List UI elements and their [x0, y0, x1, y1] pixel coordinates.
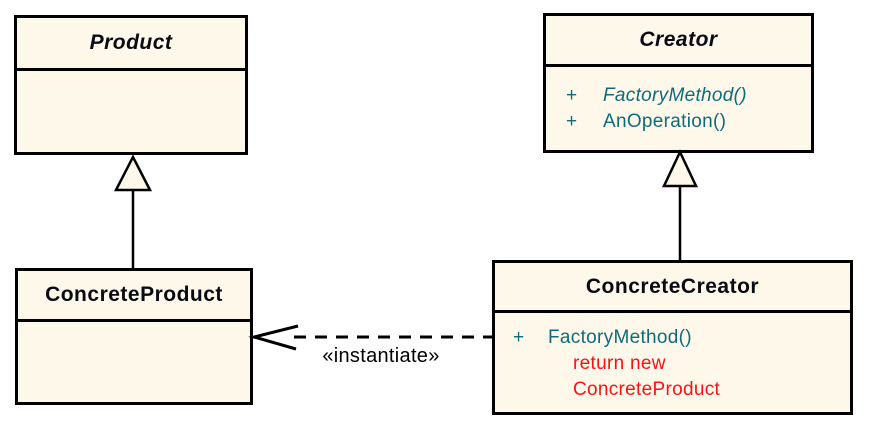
class-box-product[interactable]: Product: [14, 15, 248, 155]
method-note-line-2: ConcreteProduct: [573, 379, 721, 400]
generalization-concreteproduct-to-product: [113, 154, 153, 268]
class-box-concrete-creator[interactable]: ConcreteCreator + FactoryMethod() return …: [492, 260, 853, 415]
method-note-line-1: return new: [573, 353, 666, 374]
method-row-anoperation: + AnOperation(): [566, 109, 811, 135]
class-box-creator[interactable]: Creator + FactoryMethod() + AnOperation(): [543, 13, 814, 153]
method-signature: FactoryMethod(): [548, 327, 692, 348]
class-box-concrete-product[interactable]: ConcreteProduct: [15, 268, 253, 405]
visibility-symbol: +: [566, 111, 578, 132]
visibility-symbol: +: [566, 85, 578, 106]
class-body-concrete-creator: + FactoryMethod() return new ConcreteProd…: [495, 313, 850, 403]
generalization-concretecreator-to-creator: [662, 149, 698, 261]
method-signature: FactoryMethod(): [603, 85, 747, 106]
hollow-triangle-arrowhead-icon: [113, 154, 153, 192]
instantiate-stereotype-label: «instantiate»: [322, 345, 440, 367]
class-name-concrete-product: ConcreteProduct: [18, 271, 250, 322]
method-signature: AnOperation(): [603, 111, 727, 132]
method-row-factorymethod: + FactoryMethod(): [566, 83, 811, 109]
method-row-factorymethod: + FactoryMethod(): [513, 325, 850, 351]
visibility-symbol: +: [513, 327, 525, 348]
class-name-creator: Creator: [546, 16, 811, 67]
class-name-product: Product: [17, 18, 245, 71]
hollow-triangle-arrowhead-icon: [662, 149, 698, 188]
class-body-creator: + FactoryMethod() + AnOperation(): [546, 67, 811, 135]
class-name-concrete-creator: ConcreteCreator: [495, 263, 850, 313]
